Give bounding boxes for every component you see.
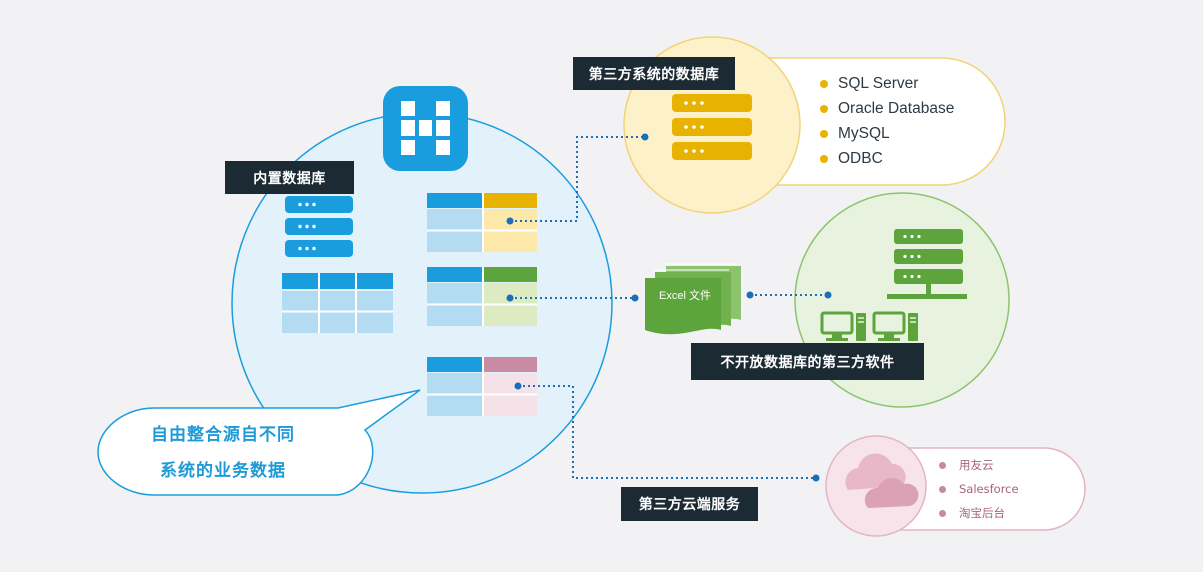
builtin-table-icon — [282, 273, 393, 333]
list-item-label: ODBC — [838, 149, 883, 167]
closed-software-label: 不开放数据库的第三方软件 — [691, 343, 924, 380]
third-party-db-label: 第三方系统的数据库 — [573, 57, 735, 90]
green-table-icon — [427, 267, 537, 326]
brand-logo-icon — [383, 86, 468, 171]
closed-software-server-icon — [887, 229, 967, 299]
list-item-label: 用友云 — [959, 458, 994, 472]
excel-file-label: Excel 文件 — [659, 290, 711, 302]
list-item-label: MySQL — [838, 124, 890, 142]
list-item-label: 淘宝后台 — [959, 506, 1005, 520]
bubble-line-1: 自由整合源自不同 — [151, 425, 295, 445]
bullet-icon — [939, 485, 946, 493]
bullet-icon — [939, 461, 946, 469]
cloud-icon — [845, 453, 919, 508]
list-item: 用友云 — [939, 453, 1019, 477]
bubble-line-2: 系统的业务数据 — [160, 461, 286, 481]
connector-dots — [506, 133, 832, 482]
third-party-server-icon — [672, 94, 752, 160]
excel-file-icon — [645, 263, 741, 335]
bullet-icon — [820, 79, 828, 88]
bullet-icon — [820, 154, 828, 163]
list-item-label: SQL Server — [838, 74, 919, 92]
list-item: Oracle Database — [820, 96, 954, 121]
yellow-table-icon — [427, 193, 537, 252]
bullet-icon — [820, 104, 828, 113]
cloud-service-label: 第三方云端服务 — [621, 487, 758, 521]
third-party-db-list: SQL Server Oracle Database MySQL ODBC — [820, 71, 954, 171]
speech-bubble — [97, 389, 421, 496]
list-item: MySQL — [820, 121, 954, 146]
list-item-label: Salesforce — [959, 482, 1019, 496]
monitor-icon — [872, 311, 918, 341]
pink-table-icon — [427, 357, 537, 416]
list-item: ODBC — [820, 146, 954, 171]
cloud-service-list: 用友云 Salesforce 淘宝后台 — [939, 453, 1019, 525]
list-item: 淘宝后台 — [939, 501, 1019, 525]
list-item: SQL Server — [820, 71, 954, 96]
bullet-icon — [820, 129, 828, 138]
builtin-server-icon — [285, 196, 353, 257]
bullet-icon — [939, 509, 946, 517]
builtin-db-label: 内置数据库 — [225, 161, 354, 194]
list-item-label: Oracle Database — [838, 99, 955, 117]
connector-lines — [510, 136, 828, 479]
list-item: Salesforce — [939, 477, 1019, 501]
monitor-icon — [820, 311, 866, 341]
